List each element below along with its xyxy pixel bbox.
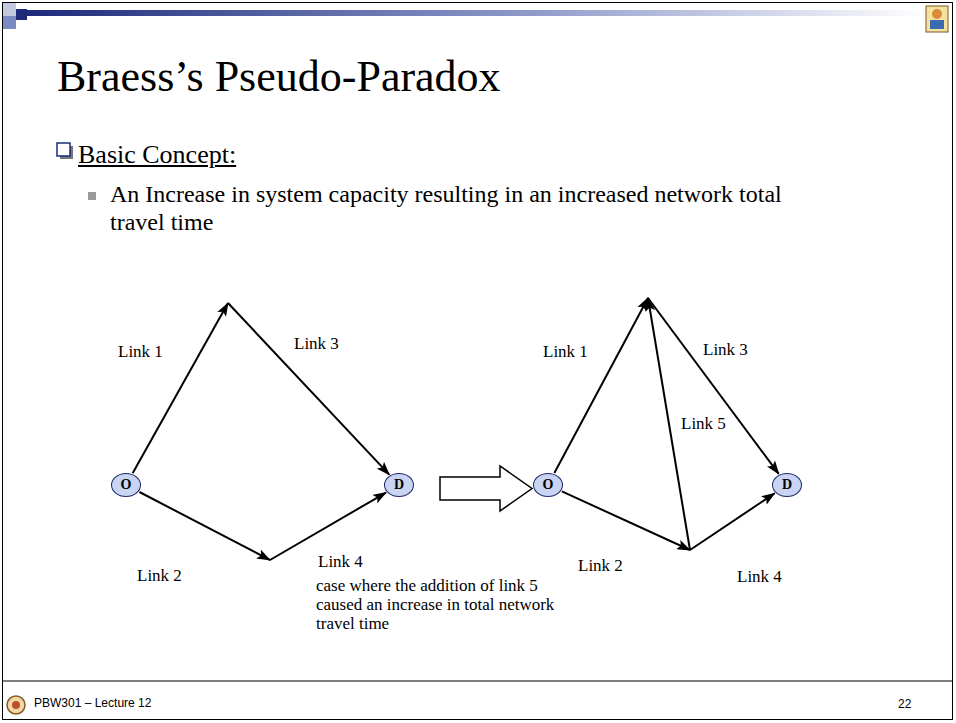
link-arrow: [648, 298, 779, 474]
footer-logo: [7, 696, 25, 714]
footer-text: PBW301 – Lecture 12: [34, 697, 151, 711]
link-label: Link 2: [137, 566, 182, 586]
footer-rule: [3, 681, 952, 682]
corner-square: [3, 16, 16, 29]
origin-node: O: [111, 473, 141, 497]
link-arrow: [690, 493, 775, 550]
figure-note: case where the addition of link 5 caused…: [316, 576, 574, 633]
node-letter: O: [543, 478, 554, 492]
header-bar: [27, 10, 927, 16]
corner-square: [3, 3, 16, 16]
link-arrow: [554, 298, 648, 473]
sub-bullet: [88, 192, 96, 200]
origin-node: O: [533, 473, 563, 497]
destination-node: D: [772, 473, 802, 497]
corner-icon: [926, 6, 948, 32]
link-label: Link 1: [118, 342, 163, 362]
destination-node: D: [384, 473, 414, 497]
corner-square: [16, 9, 27, 20]
slide-frame: [3, 3, 953, 720]
link-label: Link 4: [737, 567, 782, 587]
node-letter: D: [394, 478, 404, 492]
node-letter: D: [782, 478, 792, 492]
link-arrow: [270, 493, 386, 560]
slide-title: Braess’s Pseudo-Paradox: [57, 52, 501, 103]
link-label: Link 2: [578, 556, 623, 576]
bullet-text: An Increase in system capacity resulting…: [110, 181, 830, 236]
link-label: Link 5: [681, 414, 726, 434]
link-label: Link 4: [318, 552, 363, 572]
bullet-box: [57, 143, 73, 159]
bullet-heading: Basic Concept:: [78, 140, 236, 170]
link-label: Link 1: [543, 342, 588, 362]
link-arrow: [133, 303, 228, 473]
transform-arrow: [440, 466, 532, 511]
node-letter: O: [121, 478, 132, 492]
link-arrow: [139, 492, 270, 560]
link-label: Link 3: [294, 334, 339, 354]
page-number: 22: [898, 698, 911, 712]
link-arrow: [562, 491, 690, 550]
link-label: Link 3: [703, 340, 748, 360]
link-arrow: [228, 303, 389, 475]
